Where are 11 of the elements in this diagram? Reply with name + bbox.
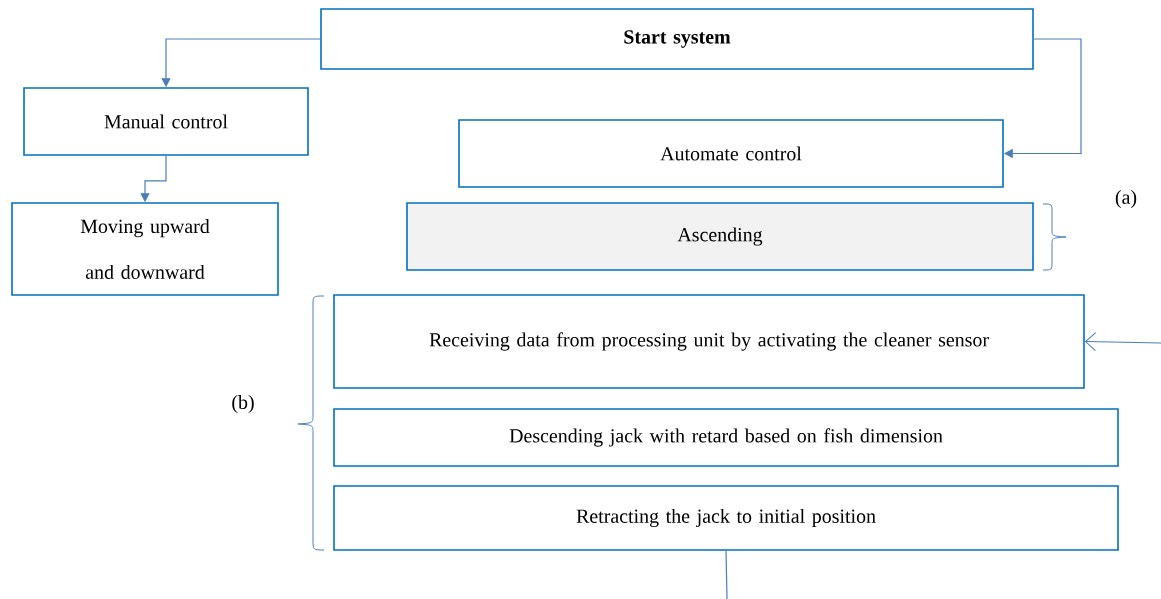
arrow: [1085, 332, 1161, 352]
process-box: Ascending: [406, 202, 1034, 271]
process-box: Manual control: [23, 87, 309, 156]
process-box: Receiving data from processing unit by activating the cleaner sensor: [333, 294, 1085, 389]
process-box: Retracting the jack to initial position: [333, 485, 1119, 551]
process-box: Descending jack with retard based on fish dimension: [333, 408, 1119, 467]
process-box: Automate control: [458, 119, 1004, 188]
panel-label: (a): [1115, 189, 1137, 208]
panel-label: (b): [232, 394, 254, 413]
process-box: Moving upward and downward: [11, 202, 279, 296]
process-box: Start system: [320, 8, 1034, 70]
